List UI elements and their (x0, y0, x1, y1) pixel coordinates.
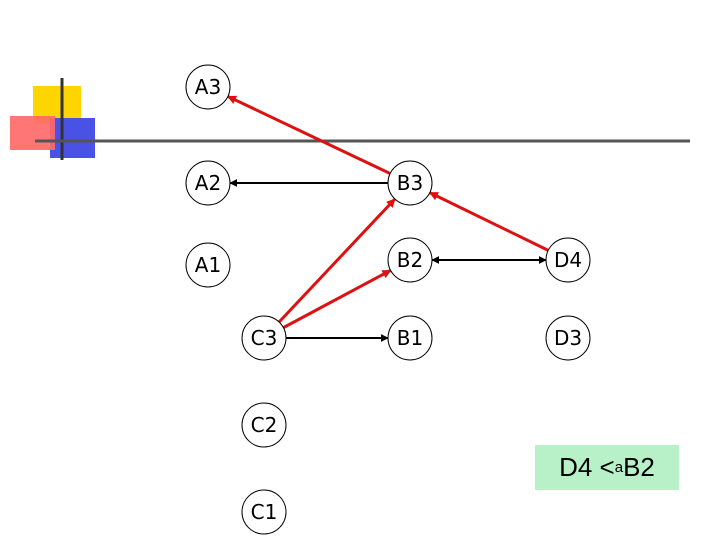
node-circle (241, 489, 287, 535)
node-circle (387, 237, 433, 283)
node-label: C2 (251, 413, 278, 437)
node-circle (387, 315, 433, 361)
node-d3: D3 (545, 315, 591, 361)
node-b1: B1 (387, 315, 433, 361)
node-circle (545, 237, 591, 283)
edge-b3-a3 (227, 95, 391, 175)
edge-c3-b3 (277, 197, 397, 324)
node-circle (545, 315, 591, 361)
node-circle (241, 315, 287, 361)
edge-c3-b2 (282, 269, 392, 329)
formula-box: D4 <a B2 (535, 445, 679, 490)
node-circle (185, 160, 231, 206)
node-b3: B3 (387, 160, 433, 206)
node-label: B1 (397, 326, 423, 350)
node-b2: B2 (387, 237, 433, 283)
node-label: B2 (397, 248, 423, 272)
node-a1: A1 (185, 242, 231, 288)
formula-main: D4 < (559, 452, 615, 482)
formula-subscript: a (614, 459, 624, 476)
edges-layer (227, 95, 549, 342)
ornament-blue-square (50, 118, 95, 158)
node-c3: C3 (241, 315, 287, 361)
slide-ornament (10, 78, 690, 160)
node-label: A3 (195, 75, 221, 99)
node-label: C3 (251, 326, 278, 350)
node-label: A1 (195, 253, 221, 277)
node-a2: A2 (185, 160, 231, 206)
node-label: D4 (554, 248, 582, 272)
ornament-red-square (10, 116, 55, 150)
node-d4: D4 (545, 237, 591, 283)
node-circle (185, 64, 231, 110)
node-c2: C2 (241, 402, 287, 448)
formula-tail: B2 (623, 452, 655, 482)
node-circle (185, 242, 231, 288)
node-circle (387, 160, 433, 206)
node-label: A2 (195, 171, 221, 195)
node-label: D3 (554, 326, 582, 350)
node-a3: A3 (185, 64, 231, 110)
node-circle (241, 402, 287, 448)
node-c1: C1 (241, 489, 287, 535)
node-label: C1 (251, 500, 278, 524)
node-label: B3 (397, 171, 423, 195)
edge-d4-b3 (428, 191, 549, 252)
